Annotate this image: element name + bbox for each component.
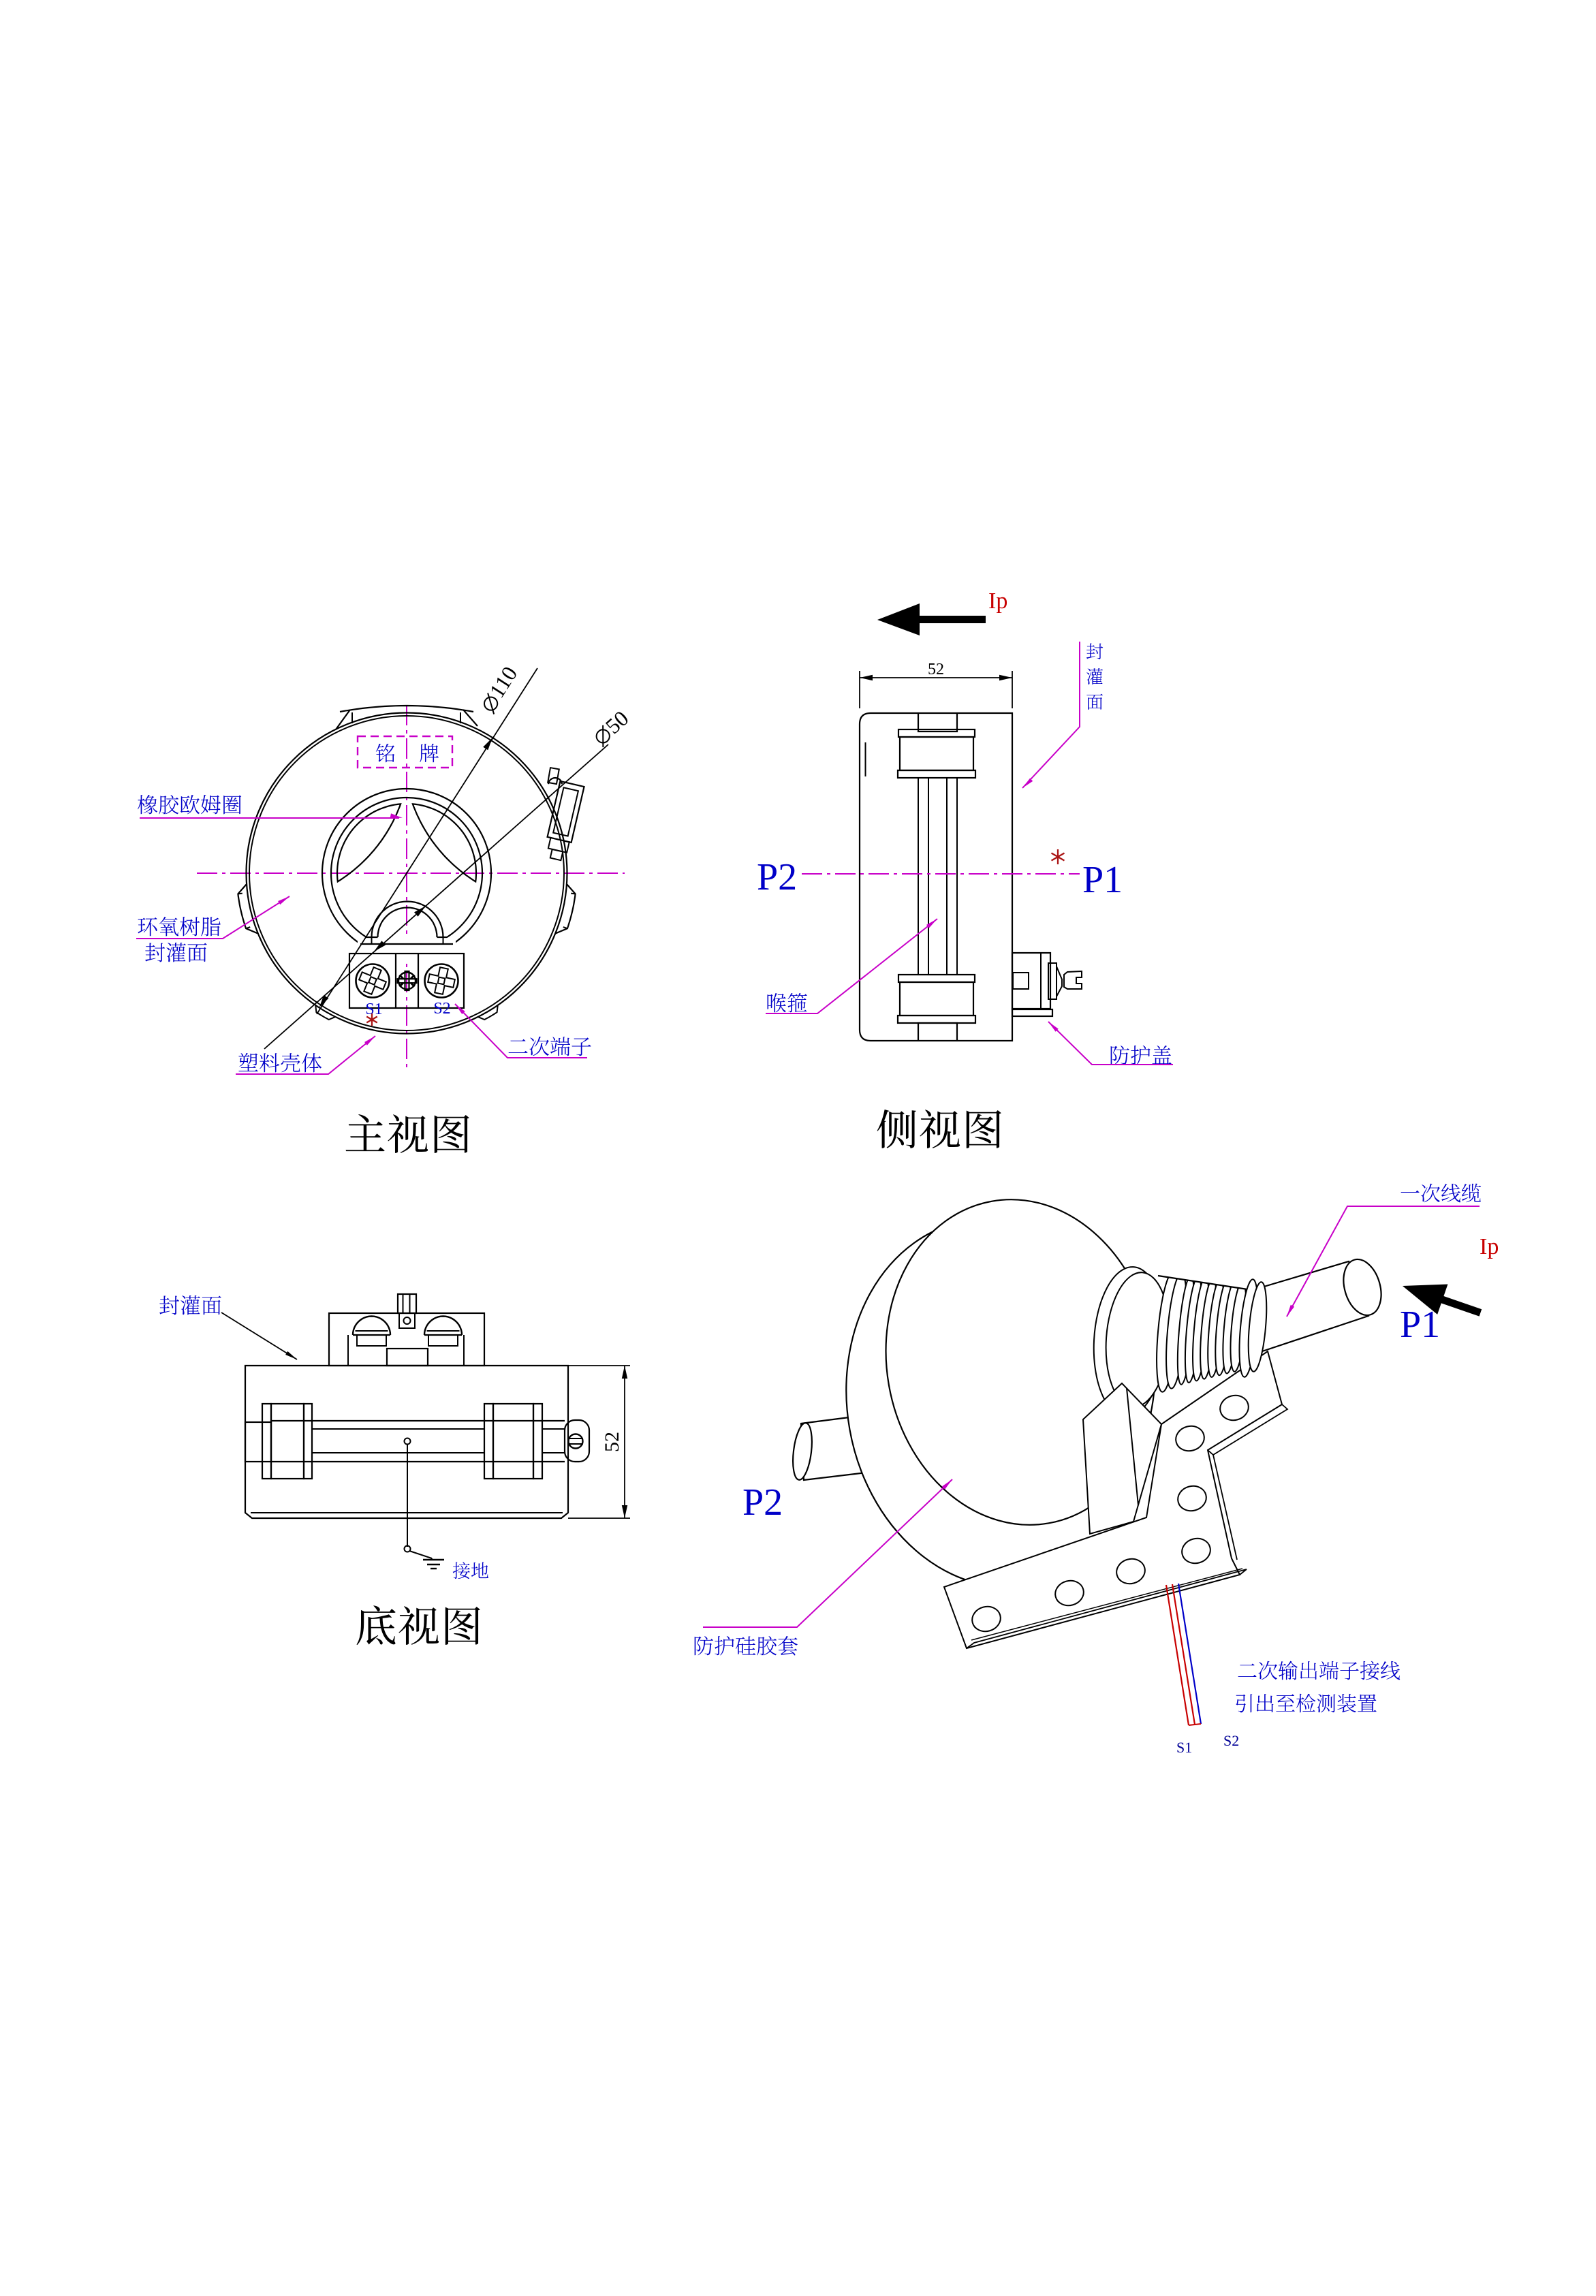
svg-text:S1: S1	[365, 1001, 382, 1018]
svg-text:52: 52	[928, 661, 944, 678]
svg-text:S2: S2	[433, 1000, 450, 1018]
svg-text:S2: S2	[1223, 1732, 1239, 1749]
svg-text:P2: P2	[742, 1481, 783, 1524]
svg-text:52: 52	[601, 1432, 623, 1452]
svg-text:Ip: Ip	[1480, 1234, 1499, 1259]
svg-text:P1: P1	[1082, 859, 1123, 901]
svg-text:P2: P2	[757, 856, 797, 898]
svg-text:P1: P1	[1400, 1304, 1440, 1346]
svg-text:Ip: Ip	[988, 588, 1007, 614]
svg-text:S1: S1	[1176, 1739, 1192, 1756]
